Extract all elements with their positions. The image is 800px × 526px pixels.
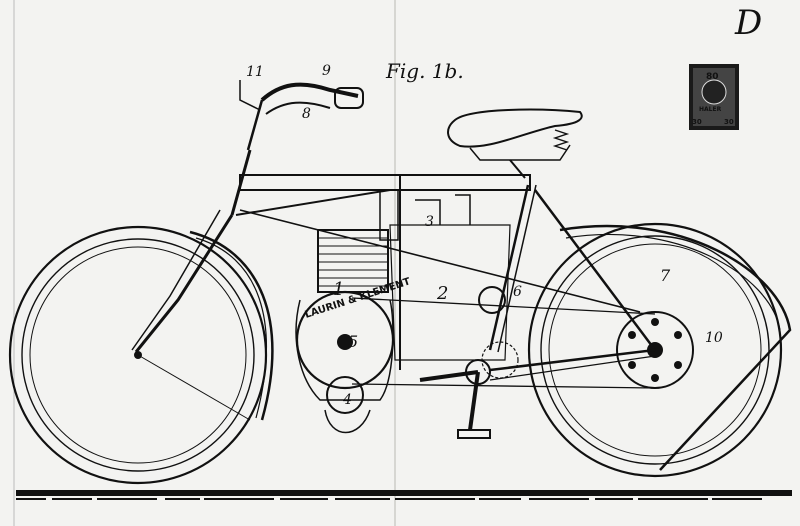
ground-line xyxy=(16,490,792,500)
stamp-value-left: 30 xyxy=(692,118,702,126)
front-fork xyxy=(131,209,251,421)
control-rod xyxy=(239,209,641,313)
frame xyxy=(230,149,656,381)
sheet-letter: D xyxy=(734,3,762,43)
label-8: 8 xyxy=(302,106,311,122)
stamp-value-right: 30 xyxy=(724,118,734,126)
part-labels: 1 2 3 4 5 7 8 9 10 11 6 xyxy=(246,63,723,408)
label-4: 4 xyxy=(342,392,352,408)
label-7: 7 xyxy=(660,266,671,285)
rear-wheel xyxy=(527,222,783,478)
label-6: 6 xyxy=(513,284,522,300)
label-5: 5 xyxy=(348,332,358,351)
label-10: 10 xyxy=(705,330,723,346)
stamp-value-top: 80 xyxy=(706,72,719,82)
label-1: 1 xyxy=(333,279,344,300)
label-3: 3 xyxy=(425,214,434,230)
figure-caption: Fig. 1b. xyxy=(385,59,464,83)
saddle xyxy=(447,108,583,179)
stamp-center-text: HALER xyxy=(699,106,722,113)
label-2: 2 xyxy=(436,283,448,304)
idler-pulley xyxy=(478,286,506,314)
label-11: 11 xyxy=(246,64,264,80)
handlebar xyxy=(239,80,364,151)
pedal-crank xyxy=(419,341,519,439)
revenue-stamp: 80 HALER 30 30 xyxy=(689,64,739,130)
rear-mudguard xyxy=(559,224,792,471)
engine xyxy=(295,189,399,434)
label-9: 9 xyxy=(322,63,331,79)
